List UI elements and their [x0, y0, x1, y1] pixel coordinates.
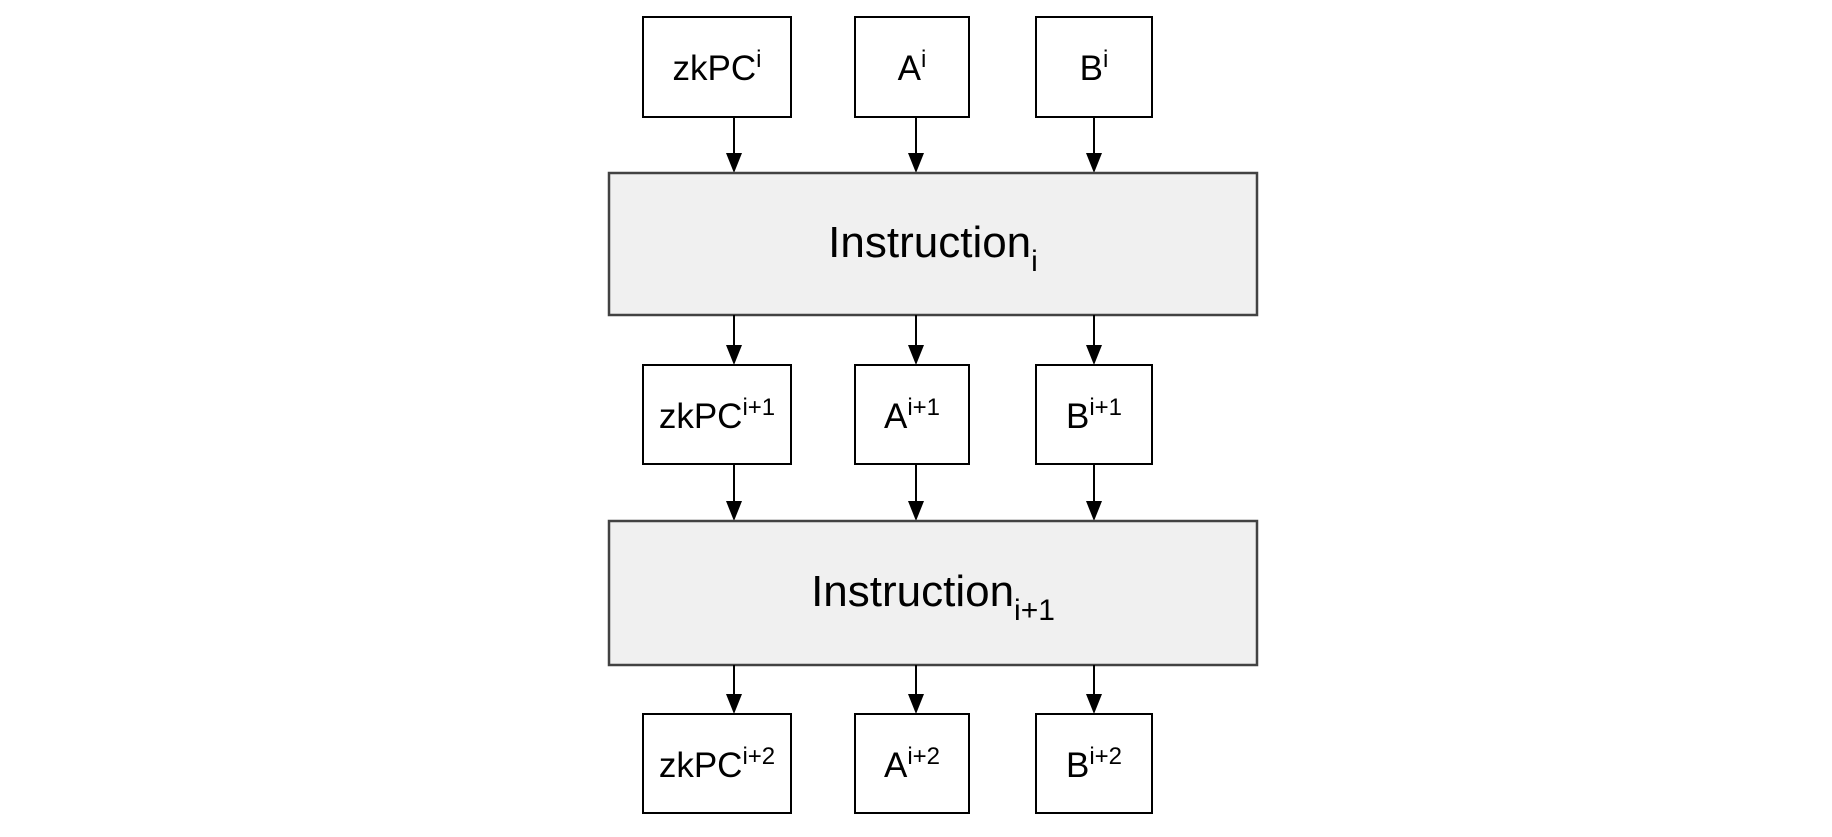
a-i2-label: Ai+2: [884, 743, 940, 785]
arrow-b-i-to-instruction-i: [1086, 117, 1102, 173]
node-b-i1: Bi+1: [1035, 364, 1153, 465]
node-a-i1: Ai+1: [854, 364, 970, 465]
node-b-i2: Bi+2: [1035, 713, 1153, 814]
node-a-i: Ai: [854, 16, 970, 118]
arrow-zkpc-i-to-instruction-i: [726, 117, 742, 173]
node-zkpc-i2: zkPCi+2: [642, 713, 792, 814]
zkpc-i1-box: [642, 364, 792, 465]
instruction-i-label: Instructioni: [828, 218, 1038, 278]
arrow-a-i-to-instruction-i: [908, 117, 924, 173]
node-instruction-i: Instructioni: [607, 171, 1259, 317]
zkpc-i2-box: [642, 713, 792, 814]
arrow-instruction-i1-to-b-i2: [1086, 665, 1102, 714]
arrow-head: [908, 345, 924, 365]
a-i1-box: [854, 364, 970, 465]
node-zkpc-i: zkPCi: [642, 16, 792, 118]
arrow-head: [1086, 345, 1102, 365]
instruction-i1-label: Instructioni+1: [811, 567, 1055, 627]
a-i2-box: [854, 713, 970, 814]
arrow-head: [726, 694, 742, 714]
node-instruction-i1: Instructioni+1: [607, 519, 1259, 667]
arrow-instruction-i1-to-zkpc-i2: [726, 665, 742, 714]
arrow-a-i1-to-instruction-i1: [908, 464, 924, 521]
zkpc-i-box: [642, 16, 792, 118]
a-i-box: [854, 16, 970, 118]
b-i1-label: Bi+1: [1066, 394, 1122, 436]
arrow-head: [908, 694, 924, 714]
instruction-i-box: [607, 171, 1259, 317]
a-i1-label: Ai+1: [884, 394, 940, 436]
arrow-instruction-i-to-zkpc-i1: [726, 315, 742, 365]
node-a-i2: Ai+2: [854, 713, 970, 814]
arrow-head: [726, 501, 742, 521]
arrow-head: [726, 153, 742, 173]
instruction-i1-box: [607, 519, 1259, 667]
zkpc-i-label: zkPCi: [673, 46, 762, 88]
arrow-instruction-i-to-b-i1: [1086, 315, 1102, 365]
arrow-head: [1086, 501, 1102, 521]
arrow-head: [1086, 153, 1102, 173]
zkpc-i2-label: zkPCi+2: [659, 743, 775, 785]
b-i1-box: [1035, 364, 1153, 465]
arrow-head: [908, 501, 924, 521]
node-b-i: Bi: [1035, 16, 1153, 118]
b-i2-box: [1035, 713, 1153, 814]
b-i-box: [1035, 16, 1153, 118]
arrow-head: [908, 153, 924, 173]
b-i2-label: Bi+2: [1066, 743, 1122, 785]
b-i-label: Bi: [1080, 46, 1109, 88]
arrow-head: [726, 345, 742, 365]
arrow-b-i1-to-instruction-i1: [1086, 464, 1102, 521]
a-i-label: Ai: [898, 46, 927, 88]
arrow-zkpc-i1-to-instruction-i1: [726, 464, 742, 521]
zkpc-i1-label: zkPCi+1: [659, 394, 775, 436]
arrow-instruction-i1-to-a-i2: [908, 665, 924, 714]
arrow-head: [1086, 694, 1102, 714]
arrow-instruction-i-to-a-i1: [908, 315, 924, 365]
node-zkpc-i1: zkPCi+1: [642, 364, 792, 465]
